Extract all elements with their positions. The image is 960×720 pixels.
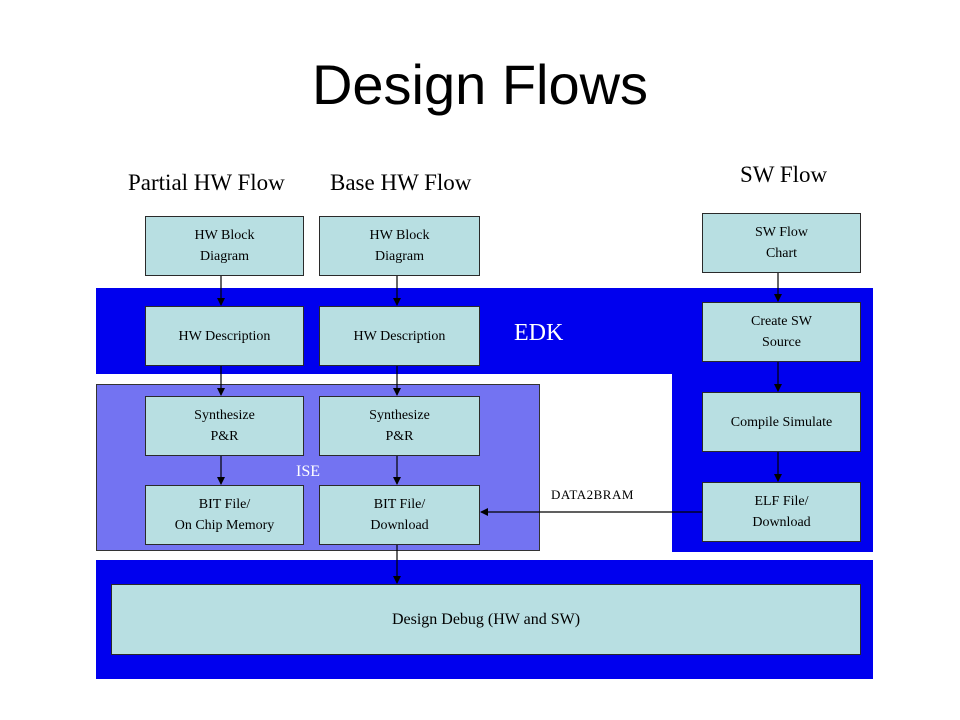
partial-hw-flow-header: Partial HW Flow <box>128 170 285 195</box>
partial-synthesize[interactable]: Synthesize P&R <box>145 396 304 456</box>
ise-label: ISE <box>296 463 320 480</box>
base-hw-flow-header: Base HW Flow <box>330 170 472 195</box>
partial-hw-description[interactable]: HW Description <box>145 306 304 366</box>
data2bram-label: DATA2BRAM <box>551 487 634 502</box>
create-sw-source[interactable]: Create SW Source <box>702 302 861 362</box>
partial-hw-block-diagram[interactable]: HW Block Diagram <box>145 216 304 276</box>
design-debug-box[interactable]: Design Debug (HW and SW) <box>111 584 861 655</box>
base-hw-block-diagram[interactable]: HW Block Diagram <box>319 216 480 276</box>
base-hw-description[interactable]: HW Description <box>319 306 480 366</box>
sw-flow-header: SW Flow <box>740 162 828 187</box>
sw-flow-chart[interactable]: SW Flow Chart <box>702 213 861 273</box>
elf-file[interactable]: ELF File/ Download <box>702 482 861 542</box>
base-synthesize[interactable]: Synthesize P&R <box>319 396 480 456</box>
compile-simulate[interactable]: Compile Simulate <box>702 392 861 452</box>
edk-label: EDK <box>514 320 564 346</box>
partial-bit-file[interactable]: BIT File/ On Chip Memory <box>145 485 304 545</box>
base-bit-file[interactable]: BIT File/ Download <box>319 485 480 545</box>
page-title: Design Flows <box>311 53 649 116</box>
